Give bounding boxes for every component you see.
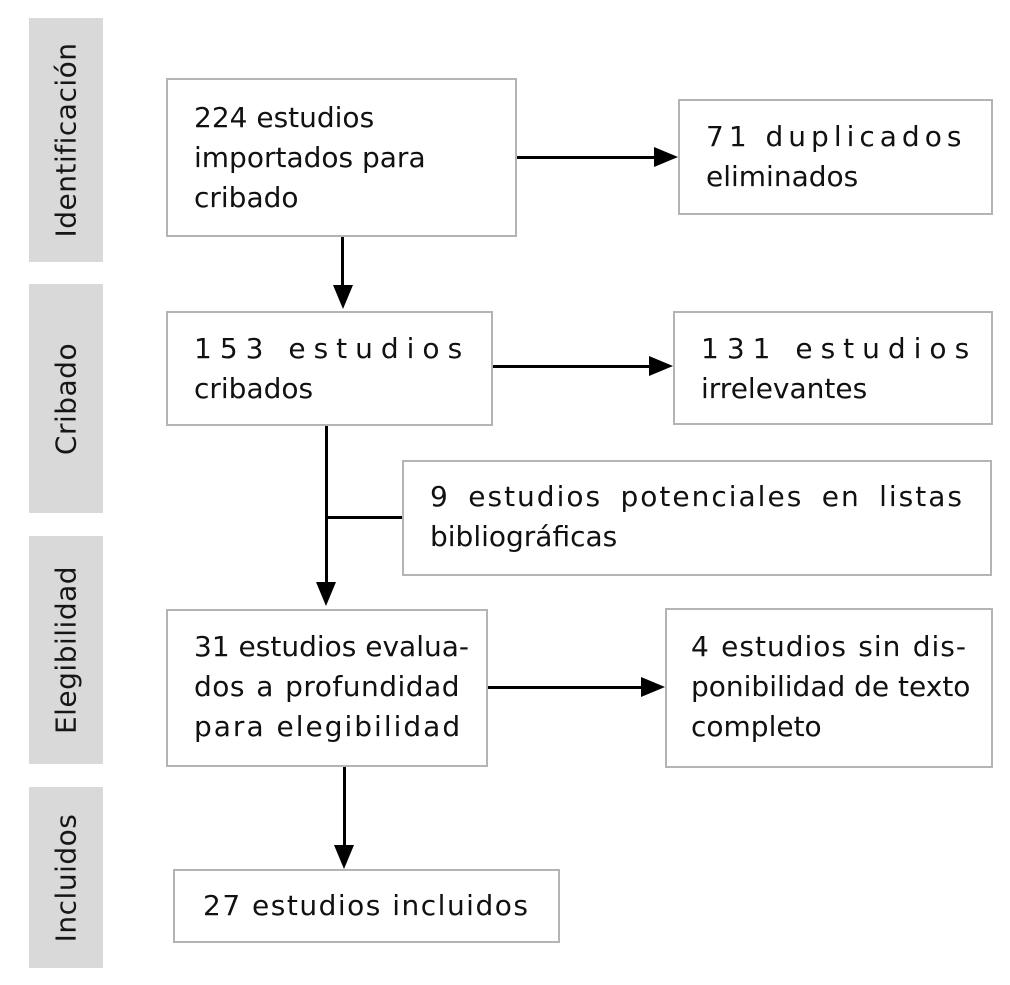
box-assessed-eligibility: 31 estudios evalua- dos a profundidad pa… [166,609,488,767]
stage-label-elegibilidad: Elegibilidad [49,565,83,735]
text-line: para elegibilidad [194,710,463,743]
box-duplicates-removed: 71 duplicados eliminados [678,99,993,215]
arrow-head-icon [334,845,354,869]
text-line: 4 estudios sin dis- [691,630,967,663]
arrow-head-icon [654,147,678,167]
arrow-line [341,237,344,285]
text-line: cribados [194,372,314,405]
text-line: cribado [194,181,299,214]
text-line: completo [691,710,822,743]
arrow-line [343,767,346,845]
text-line: irrelevantes [701,372,868,405]
text-line: 27 estudios incluidos [203,889,530,922]
box-imported: 224 estudios importados para cribado [166,78,517,237]
box-potential-references: 9 estudios potenciales en listas bibliog… [402,460,992,576]
stage-label-incluidos: Incluidos [49,813,83,942]
arrow-line [517,156,654,159]
arrow-head-icon [316,582,336,606]
text-line: 153 estudios [194,332,471,365]
arrow-line [488,686,641,689]
text-line: importados para [194,141,426,174]
arrow-line [493,365,649,368]
text-line: ponibilidad de texto [691,670,971,703]
stage-rail-incluidos: Incluidos [29,787,103,968]
arrow-head-icon [649,356,673,376]
text-line: bibliográficas [430,520,618,553]
arrow-head-icon [333,285,353,309]
text-line: 9 estudios potenciales en listas [430,480,964,513]
text-line: eliminados [706,160,859,193]
arrow-head-icon [641,677,665,697]
box-irrelevant: 131 estudios irrelevantes [673,311,993,425]
box-included: 27 estudios incluidos [173,869,560,943]
text-line: 131 estudios [701,332,978,365]
stage-rail-cribado: Cribado [29,284,103,513]
text-line: dos a profundidad [194,670,460,703]
arrow-line [325,426,328,582]
text-line: 71 duplicados [706,120,967,153]
text-line: 31 estudios evalua- [194,630,469,663]
branch-line-potential [325,516,402,519]
text-line: 224 estudios [194,101,375,134]
box-screened: 153 estudios cribados [166,311,493,426]
stage-label-identificacion: Identificación [49,42,83,238]
stage-rail-elegibilidad: Elegibilidad [29,536,103,764]
stage-rail-identificacion: Identificación [29,18,103,262]
stage-label-cribado: Cribado [49,342,83,455]
box-no-fulltext: 4 estudios sin dis- ponibilidad de texto… [665,608,993,768]
